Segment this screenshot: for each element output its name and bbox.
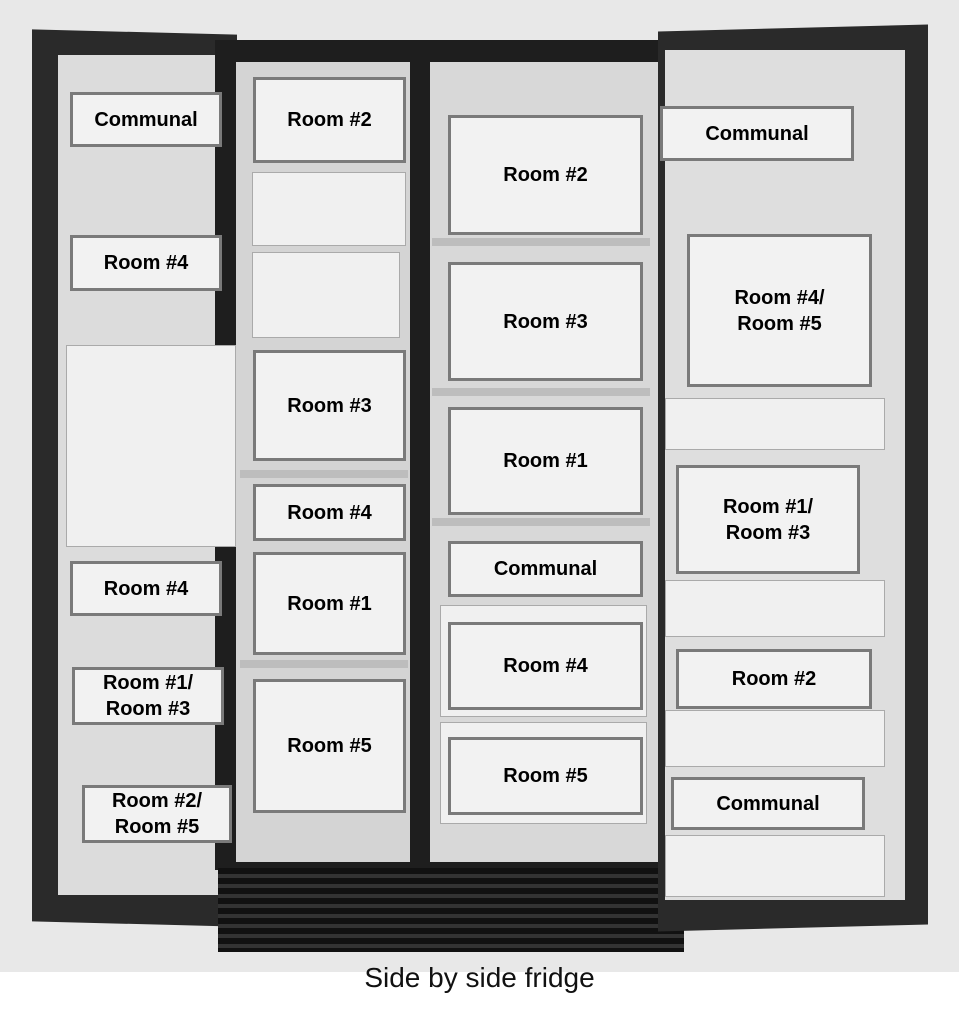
label-fridge-communal: Communal <box>448 541 643 597</box>
label-fridge-room3: Room #3 <box>448 262 643 381</box>
label-left-door-communal: Communal <box>70 92 222 147</box>
label-freezer-room4: Room #4 <box>253 484 406 541</box>
label-fridge-room2: Room #2 <box>448 115 643 235</box>
label-fridge-room1: Room #1 <box>448 407 643 515</box>
door-bin <box>665 710 885 767</box>
label-right-door-communal-lower: Communal <box>671 777 865 830</box>
label-left-door-room4: Room #4 <box>70 235 222 291</box>
label-freezer-room1: Room #1 <box>253 552 406 655</box>
freezer-bin <box>252 252 400 338</box>
label-freezer-room2: Room #2 <box>253 77 406 163</box>
label-freezer-room5: Room #5 <box>253 679 406 813</box>
label-right-door-room4-room5: Room #4/ Room #5 <box>687 234 872 387</box>
freezer-shelf <box>240 470 408 478</box>
fridge-shelf <box>432 518 650 526</box>
label-left-door-room4-lower: Room #4 <box>70 561 222 616</box>
label-freezer-room3: Room #3 <box>253 350 406 461</box>
label-fridge-room5: Room #5 <box>448 737 643 815</box>
label-left-door-room2-room5: Room #2/ Room #5 <box>82 785 232 843</box>
label-right-door-room1-room3: Room #1/ Room #3 <box>676 465 860 574</box>
freezer-bin <box>252 172 406 246</box>
fridge-illustration: Communal Room #4 Room #4 Room #1/ Room #… <box>0 0 959 972</box>
freezer-shelf <box>240 660 408 668</box>
fridge-shelf <box>432 388 650 396</box>
ice-dispenser <box>66 345 236 547</box>
label-right-door-room2: Room #2 <box>676 649 872 709</box>
fridge-shelf <box>432 238 650 246</box>
figure-caption: Side by side fridge <box>364 962 595 993</box>
base-grille <box>218 868 684 952</box>
door-bin <box>665 398 885 450</box>
door-bin <box>665 835 885 897</box>
label-fridge-room4: Room #4 <box>448 622 643 710</box>
door-bin <box>665 580 885 637</box>
label-right-door-communal: Communal <box>660 106 854 161</box>
label-left-door-room1-room3: Room #1/ Room #3 <box>72 667 224 725</box>
